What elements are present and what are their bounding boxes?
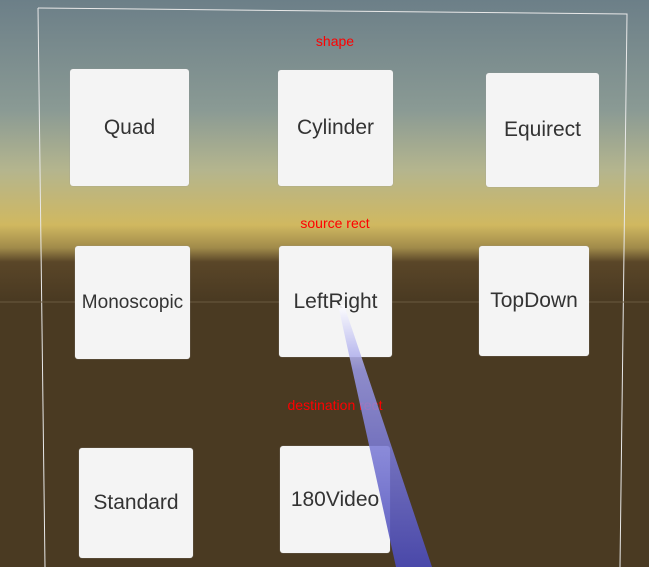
- quad-button[interactable]: Quad: [70, 69, 189, 186]
- equirect-button[interactable]: Equirect: [486, 73, 599, 187]
- shape-label: shape: [315, 33, 355, 49]
- 180video-button[interactable]: 180Video: [280, 446, 390, 553]
- monoscopic-button[interactable]: Monoscopic: [75, 246, 190, 359]
- source-rect-label: source rect: [300, 215, 370, 231]
- topdown-button[interactable]: TopDown: [479, 246, 589, 356]
- destination-rect-label: destination rect: [287, 397, 383, 413]
- leftright-button[interactable]: LeftRight: [279, 246, 392, 357]
- cylinder-button[interactable]: Cylinder: [278, 70, 393, 186]
- standard-button[interactable]: Standard: [79, 448, 193, 558]
